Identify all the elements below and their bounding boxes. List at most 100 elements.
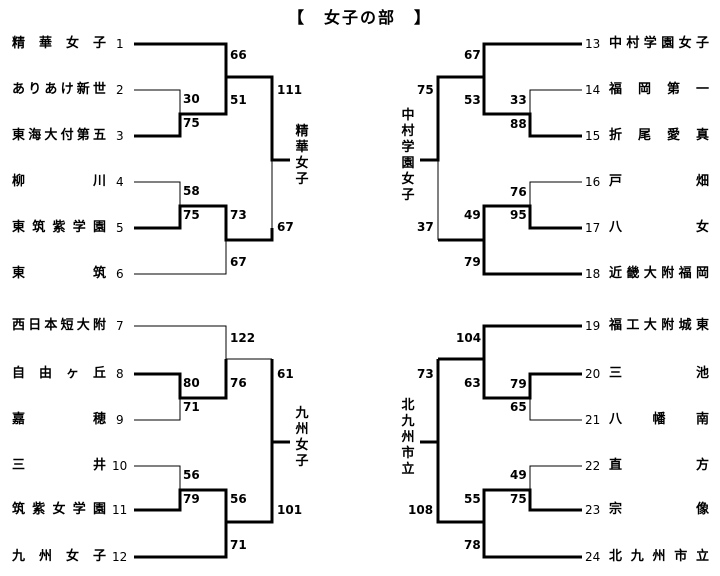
seed-15: 15: [585, 129, 601, 143]
bracket-line-27: [529, 465, 582, 490]
score-left-r2-w1011: 56: [230, 492, 247, 506]
team-name-19: 福工大附城東: [609, 318, 709, 333]
score-left-r1-4: 58: [183, 184, 200, 198]
block-winner-left-top: 精華女子: [295, 124, 309, 187]
score-right-r1-16: 76: [510, 185, 527, 199]
score-right-r1-17: 95: [510, 208, 527, 222]
seed-1: 1: [116, 37, 124, 51]
team-name-22: 直 方: [609, 458, 709, 473]
score-right-r3-top: 75: [417, 83, 434, 97]
bracket-line-15: [420, 42, 582, 162]
score-left-r2-w45: 73: [230, 208, 247, 222]
seed-16: 16: [585, 175, 601, 189]
score-right-r2-19: 104: [456, 331, 482, 345]
page-title: 【 女子の部 】: [287, 8, 432, 27]
seed-23: 23: [585, 503, 601, 517]
score-left-r3-top: 111: [277, 83, 303, 97]
bracket-line-24: [482, 359, 582, 400]
bracket-line-17: [482, 77, 582, 138]
seed-10: 10: [112, 459, 128, 473]
seed-14: 14: [585, 83, 601, 97]
team-name-11: 筑紫女学園: [12, 502, 106, 517]
score-right-r2-13: 67: [464, 48, 481, 62]
score-right-r1-14: 33: [510, 93, 527, 107]
team-name-18: 近畿大附福岡: [609, 266, 709, 281]
bracket-line-8: [134, 325, 272, 360]
seed-21: 21: [585, 413, 601, 427]
score-right-r1-23: 75: [510, 492, 527, 506]
score-right-r2-w2021: 63: [464, 376, 481, 390]
score-left-r1-10: 56: [183, 468, 200, 482]
team-name-9: 嘉 穂: [12, 412, 106, 427]
seed-17: 17: [585, 221, 601, 235]
bracket-line-13: [134, 488, 228, 522]
seed-3: 3: [116, 129, 124, 143]
score-left-r1-11: 79: [183, 492, 200, 506]
block-winner-right-bottom: 北九州市立: [401, 398, 415, 477]
score-right-r2-w1415: 53: [464, 93, 481, 107]
team-name-6: 東 筑: [12, 266, 106, 281]
team-name-14: 福岡第一: [609, 82, 709, 97]
bracket-line-25: [529, 398, 582, 421]
seed-19: 19: [585, 319, 601, 333]
score-right-r1-21: 65: [510, 400, 527, 414]
bracket-line-10: [134, 398, 181, 421]
score-left-r2-1: 66: [230, 48, 247, 62]
bracket-line-7: [134, 240, 227, 275]
bracket-line-11: [226, 359, 290, 524]
seed-2: 2: [116, 83, 124, 97]
bracket-line-26: [420, 359, 484, 524]
team-name-8: 自由ヶ丘: [12, 366, 106, 381]
seed-11: 11: [112, 503, 128, 517]
bracket-line-22: [482, 240, 582, 276]
seed-6: 6: [116, 267, 124, 281]
seed-13: 13: [585, 37, 601, 51]
score-left-r1-5: 75: [183, 208, 200, 222]
score-left-r3-lower: 61: [277, 367, 294, 381]
team-name-17: 八 女: [609, 220, 709, 235]
team-name-7: 西日本短大附: [12, 318, 106, 333]
block-winner-right-top: 中村学園女子: [401, 108, 415, 203]
score-right-r2-w1617: 49: [464, 208, 481, 222]
score-left-r1-8: 80: [183, 376, 200, 390]
score-left-r1-2: 30: [183, 92, 200, 106]
score-right-r3-mid: 37: [417, 220, 434, 234]
bracket-line-5: [134, 181, 181, 206]
team-name-3: 東海大付第五: [12, 128, 106, 143]
bracket-line-19: [529, 181, 582, 206]
score-left-r1-9: 71: [183, 400, 200, 414]
score-right-r2-w2223: 55: [464, 492, 481, 506]
bracket-line-12: [134, 465, 181, 490]
score-left-r3-bottom: 101: [277, 503, 303, 517]
bracket-line-1: [134, 42, 290, 162]
score-left-r2-7: 122: [230, 331, 256, 345]
seed-24: 24: [585, 550, 601, 564]
score-left-r2-w23: 51: [230, 93, 247, 107]
bracket-line-16: [529, 89, 582, 114]
team-name-21: 八幡南: [609, 412, 709, 427]
team-name-2: ありあけ新世: [12, 82, 106, 97]
seed-18: 18: [585, 267, 601, 281]
score-right-r3-lower: 73: [417, 367, 434, 381]
team-name-20: 三 池: [609, 366, 709, 381]
score-right-r3-bottom: 108: [408, 503, 434, 517]
score-left-r2-12: 71: [230, 538, 247, 552]
team-name-23: 宗 像: [609, 502, 709, 517]
bracket-line-3: [134, 77, 228, 138]
bracket-line-14: [134, 522, 228, 559]
team-name-5: 東筑紫学園: [12, 220, 106, 235]
team-name-16: 戸 畑: [609, 174, 709, 189]
team-name-1: 精華女子: [12, 36, 106, 51]
score-right-r1-15: 88: [510, 117, 527, 131]
block-winner-left-bottom: 九州女子: [295, 406, 309, 469]
seed-8: 8: [116, 367, 124, 381]
score-left-r1-3: 75: [183, 116, 200, 130]
bracket-line-28: [482, 488, 582, 522]
bracket-line-29: [482, 522, 582, 559]
bracket-line-9: [134, 359, 228, 400]
bracket-line-20: [482, 204, 582, 240]
score-right-r1-20: 79: [510, 377, 527, 391]
score-left-r2-w89: 76: [230, 376, 247, 390]
